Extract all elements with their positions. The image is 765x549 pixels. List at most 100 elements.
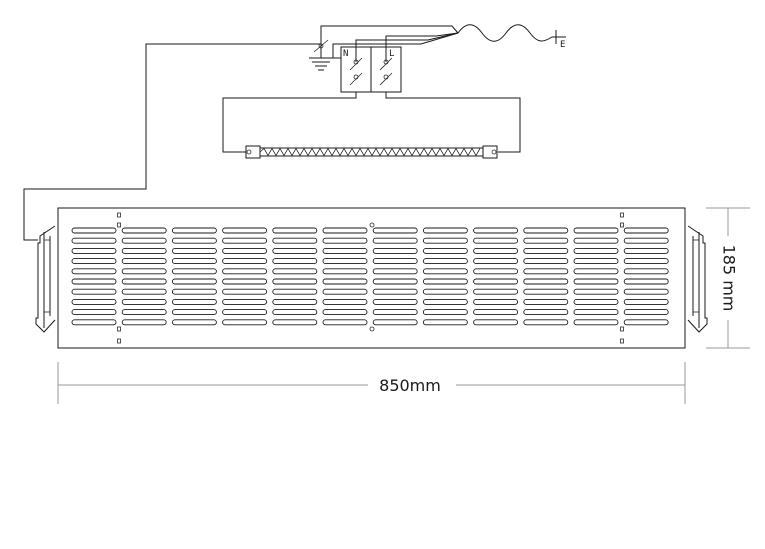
grille-slot — [473, 319, 519, 326]
grille-slot — [222, 227, 268, 234]
grille-slot — [473, 227, 519, 234]
grille-slot — [272, 288, 318, 295]
center-screw — [369, 326, 375, 332]
grille-slot — [171, 278, 217, 285]
grille-slot — [573, 247, 619, 254]
grille-slot — [623, 288, 669, 295]
grille-slot — [473, 247, 519, 254]
grille-slot — [372, 247, 418, 254]
grille-slot — [623, 309, 669, 316]
grille-slot — [272, 227, 318, 234]
grille-slot — [473, 288, 519, 295]
height-dimension: 185 mm — [706, 207, 750, 349]
grille-slot — [71, 237, 117, 244]
grille-slot — [473, 258, 519, 265]
grille-slot — [573, 288, 619, 295]
grille-slot — [422, 247, 468, 254]
grille-slot — [473, 298, 519, 305]
grille-slot — [71, 247, 117, 254]
mounting-hole — [620, 222, 624, 228]
right-mounting-bracket — [687, 225, 708, 333]
grille-slot — [171, 298, 217, 305]
grille-slot — [222, 298, 268, 305]
mounting-hole — [620, 326, 624, 332]
grille-slot — [71, 298, 117, 305]
live-switch-contacts — [379, 57, 393, 86]
grille-slot — [272, 258, 318, 265]
grille-slot — [171, 288, 217, 295]
grille-slot — [573, 268, 619, 275]
grille-slot — [573, 319, 619, 326]
grille-slot — [623, 278, 669, 285]
grille-slot — [573, 309, 619, 316]
grille-slot — [523, 268, 569, 275]
grille-slots — [71, 227, 669, 326]
grille-slot — [473, 268, 519, 275]
grille-slot — [523, 258, 569, 265]
grille-slot — [121, 268, 167, 275]
grille-slot — [623, 298, 669, 305]
grille-slot — [372, 319, 418, 326]
grille-slot — [372, 278, 418, 285]
grille-slot — [121, 278, 167, 285]
grille-slot — [422, 258, 468, 265]
heater-body — [57, 207, 686, 349]
grille-slot — [523, 227, 569, 234]
grille-slot — [272, 237, 318, 244]
grille-slot — [573, 258, 619, 265]
grille-slot — [322, 227, 368, 234]
grille-slot — [222, 288, 268, 295]
grille-slot — [573, 227, 619, 234]
grille-slot — [372, 298, 418, 305]
grille-slot — [573, 237, 619, 244]
grille-slot — [322, 309, 368, 316]
grille-slot — [272, 268, 318, 275]
left-mounting-bracket — [35, 225, 56, 333]
grille-slot — [422, 227, 468, 234]
grille-slot — [272, 278, 318, 285]
grille-slot — [623, 227, 669, 234]
grille-slot — [473, 237, 519, 244]
plug-earth-icon: E — [555, 30, 566, 50]
element-end-left — [245, 145, 261, 159]
element-end-right — [482, 145, 498, 159]
grille-slot — [473, 278, 519, 285]
grille-slot — [121, 227, 167, 234]
grille-slot — [322, 298, 368, 305]
grille-slot — [272, 309, 318, 316]
grille-slot — [171, 237, 217, 244]
mounting-hole — [117, 338, 121, 344]
grille-slot — [171, 319, 217, 326]
grille-slot — [422, 309, 468, 316]
lead-3 — [385, 32, 459, 62]
switch-block: N L — [320, 25, 459, 93]
grille-slot — [523, 288, 569, 295]
grille-slot — [71, 278, 117, 285]
grille-slot — [71, 288, 117, 295]
grille-slot — [171, 309, 217, 316]
grille-slot — [623, 319, 669, 326]
grille-slot — [222, 247, 268, 254]
grille-slot — [222, 319, 268, 326]
height-dimension-label: 185 mm — [720, 245, 739, 312]
grille-slot — [71, 258, 117, 265]
grille-slot — [272, 319, 318, 326]
neutral-terminal-label: N — [343, 49, 348, 59]
grille-slot — [322, 247, 368, 254]
lead-earth — [320, 25, 459, 44]
grille-slot — [422, 319, 468, 326]
grille-slot — [523, 247, 569, 254]
grille-slot — [523, 237, 569, 244]
grille-slot — [71, 268, 117, 275]
grille-slot — [222, 309, 268, 316]
earth-lead-to-body — [23, 43, 321, 241]
grille-slot — [322, 288, 368, 295]
element-circuit — [222, 92, 521, 159]
grille-slot — [623, 258, 669, 265]
grille-slot — [322, 268, 368, 275]
grille-slot — [422, 298, 468, 305]
heater-panel — [57, 207, 686, 349]
grille-slot — [573, 298, 619, 305]
